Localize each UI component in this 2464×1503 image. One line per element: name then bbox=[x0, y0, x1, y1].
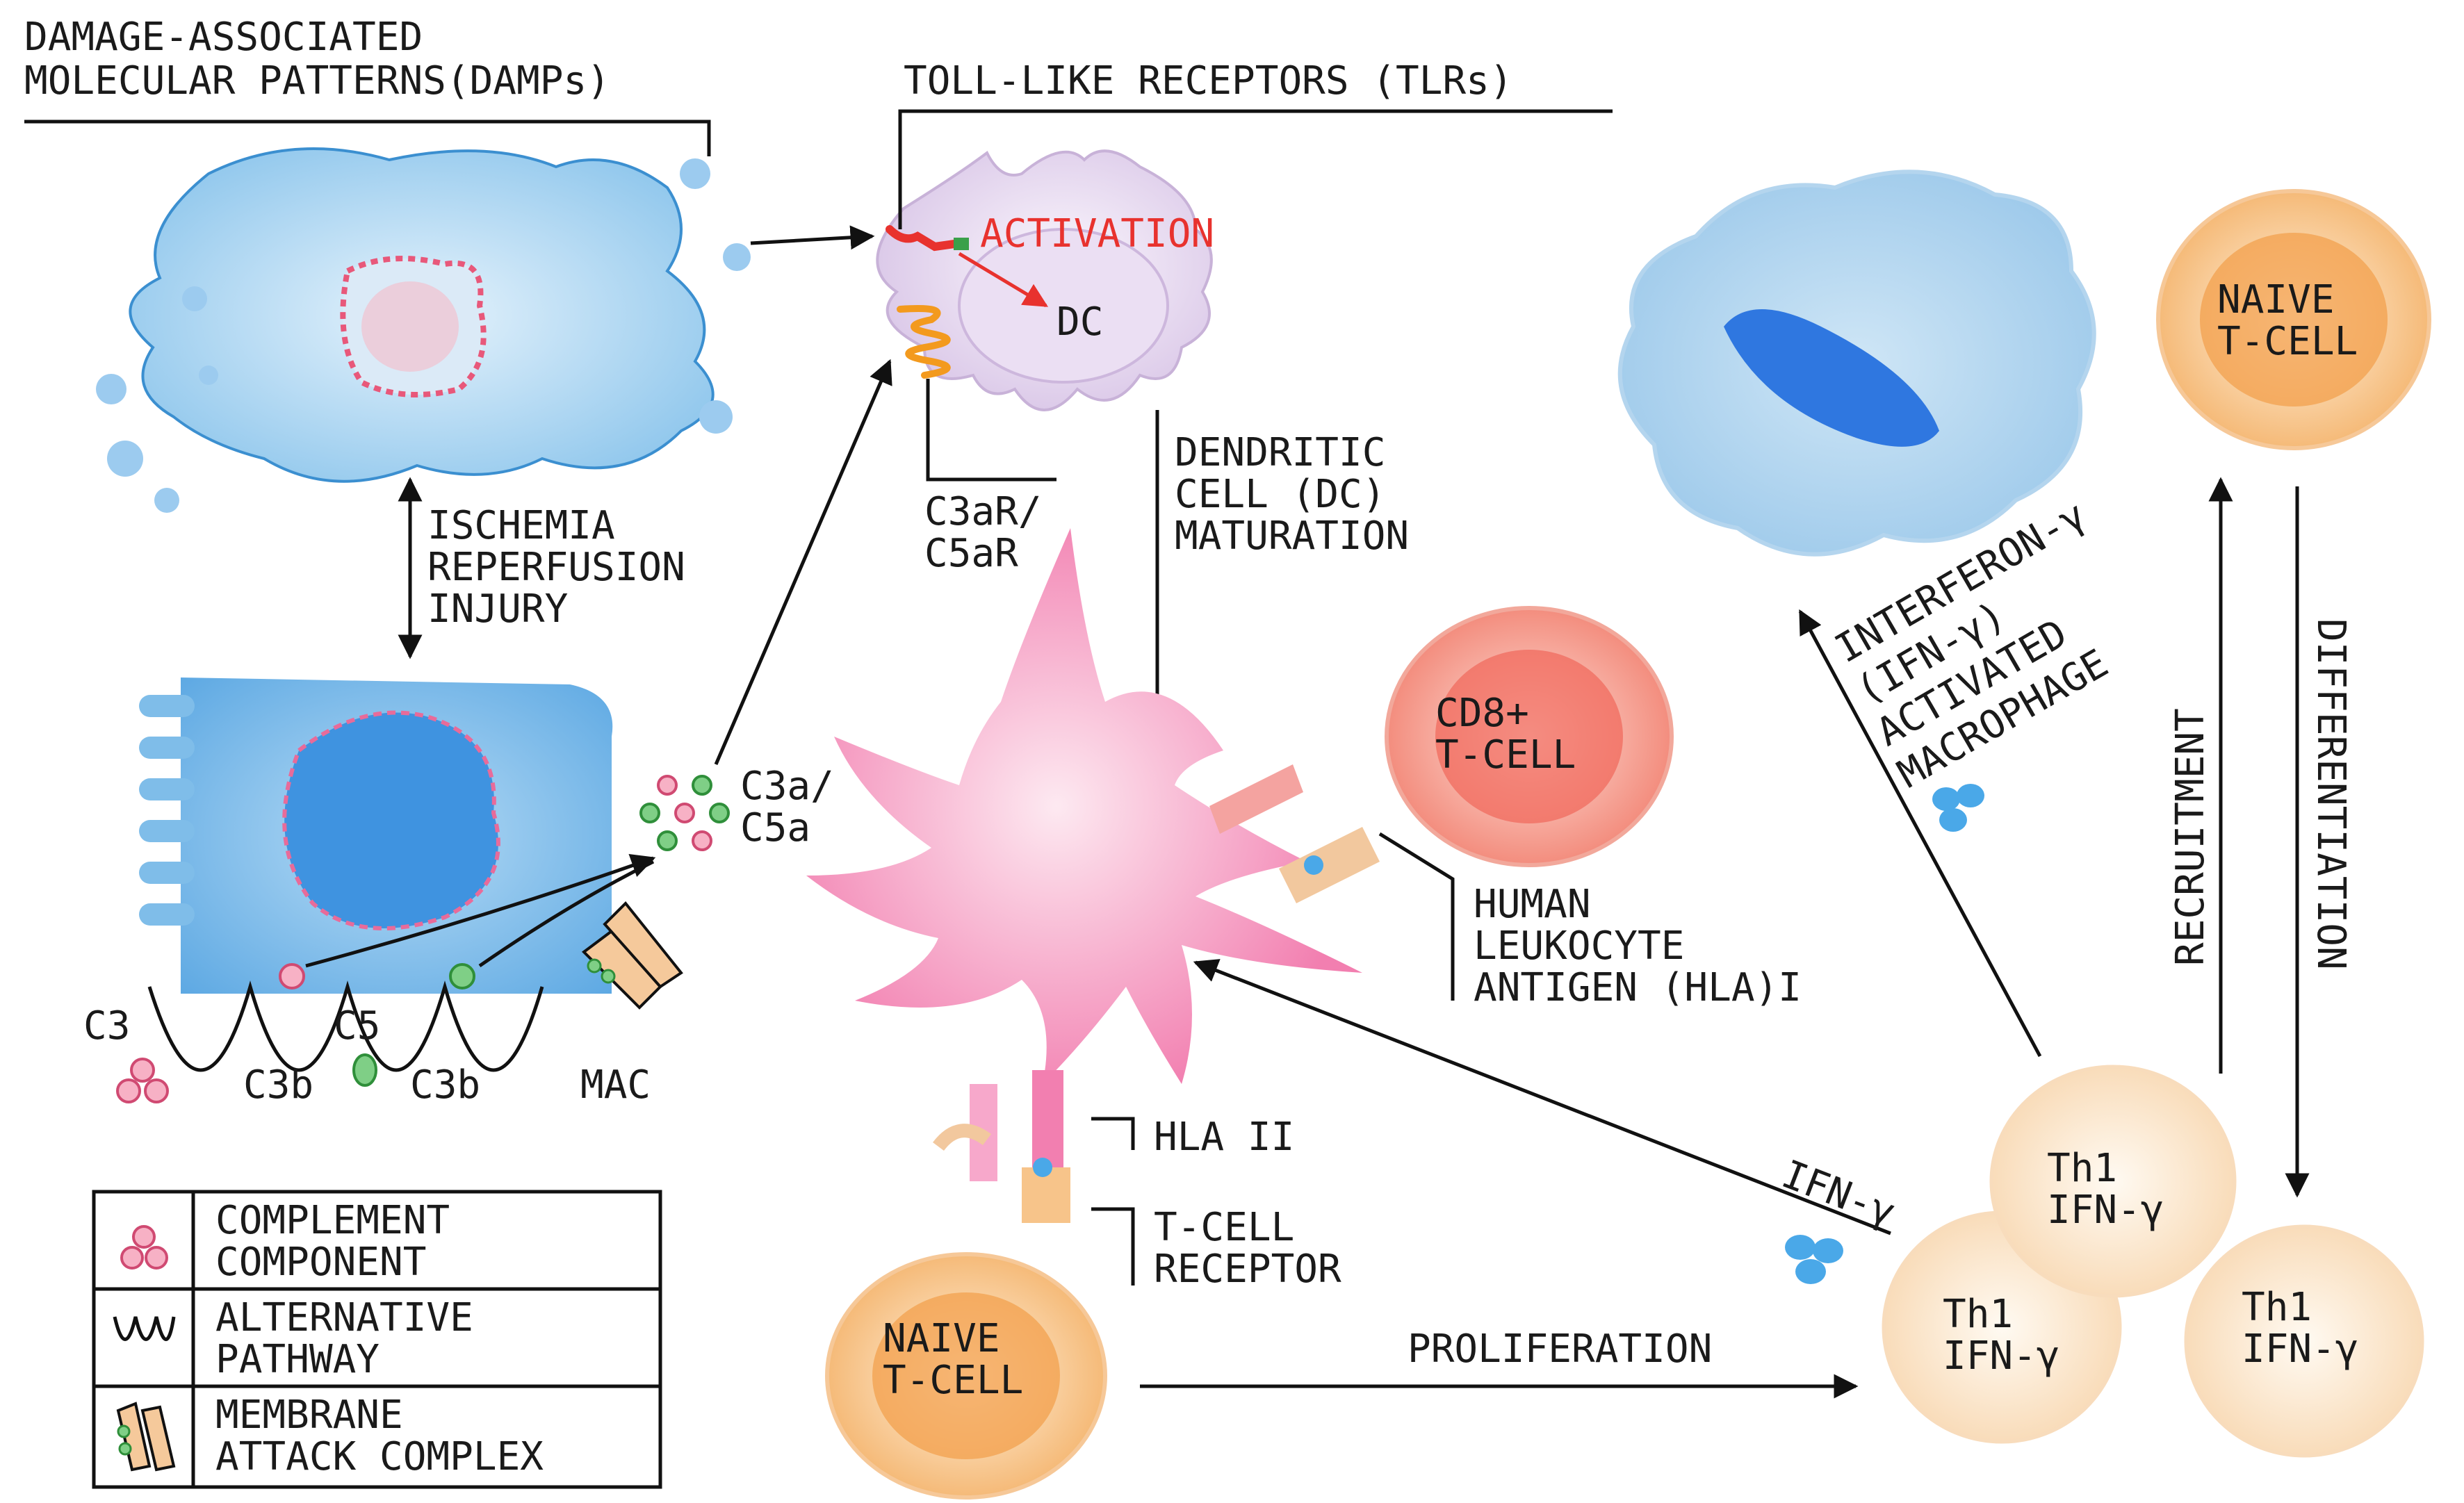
c3ar-bracket bbox=[926, 379, 1056, 482]
dendritic-cell-mature bbox=[806, 528, 1362, 1084]
alternative-pathway bbox=[147, 980, 544, 1072]
tcr-label-line2: RECEPTOR bbox=[1154, 1247, 1341, 1292]
differentiation-label: DIFFERENTIATION bbox=[2308, 618, 2353, 970]
th1-cell-a bbox=[1989, 1065, 2237, 1298]
hla1-label-line3: ANTIGEN (HLA)I bbox=[1474, 965, 1802, 1010]
c3a-label-line2: C5a bbox=[740, 805, 810, 851]
proliferation-label: PROLIFERATION bbox=[1408, 1327, 1712, 1372]
th1-a-line1: Th1 bbox=[2047, 1146, 2117, 1191]
ifn-g-molecules-icon-2 bbox=[1932, 784, 1984, 832]
activation-label: ACTIVATION bbox=[980, 211, 1214, 256]
dc-maturation-line3: MATURATION bbox=[1175, 514, 1409, 559]
ischemia-label-line1: ISCHEMIA bbox=[427, 503, 615, 548]
hla1-bracket bbox=[1378, 832, 1455, 1001]
legend-mac-icon bbox=[116, 1402, 176, 1472]
damps-arrow bbox=[750, 225, 875, 250]
c3ar-label-line1: C3aR/ bbox=[924, 489, 1042, 534]
legend-item-3-line1: MEMBRANE bbox=[215, 1393, 403, 1438]
th1-c-line2: IFN-γ bbox=[2242, 1327, 2359, 1372]
cd8-label-line2: T-CELL bbox=[1435, 732, 1576, 778]
c3b-bound-icon-2 bbox=[449, 963, 475, 989]
naive-right-line2: T-CELL bbox=[2217, 319, 2358, 364]
c5a-release-line bbox=[478, 860, 655, 968]
ischemia-label-line2: REPERFUSION bbox=[427, 545, 685, 590]
tlr-receptor-icon bbox=[886, 225, 969, 252]
mac-label: MAC bbox=[580, 1062, 651, 1108]
activation-arrow bbox=[958, 252, 1049, 308]
ifn-g-arrow bbox=[1193, 959, 1891, 1235]
legend-pathway-icon bbox=[113, 1316, 176, 1341]
th1-b-line1: Th1 bbox=[1943, 1292, 2013, 1337]
c3a-label-line1: C3a/ bbox=[740, 764, 834, 809]
hla2-label: HLA II bbox=[1154, 1115, 1294, 1160]
damps-label-line1: DAMAGE-ASSOCIATED bbox=[24, 15, 423, 60]
dendritic-cell-immature bbox=[876, 149, 1213, 411]
hla1-label-line1: HUMAN bbox=[1474, 882, 1591, 927]
c3b-label-2: C3b bbox=[410, 1062, 480, 1108]
hla1-complex-icon bbox=[1209, 764, 1380, 903]
naive-t-cell-right bbox=[2156, 189, 2431, 450]
cd8-label-line1: CD8+ bbox=[1435, 691, 1529, 736]
c3a-c5a-icon bbox=[639, 775, 730, 851]
ifn-g-molecules-icon bbox=[1785, 1235, 1843, 1284]
damaged-cell bbox=[96, 147, 751, 513]
ischemia-label-line3: INJURY bbox=[427, 586, 568, 632]
naive-bottom-line2: T-CELL bbox=[883, 1358, 1023, 1403]
mac-icon bbox=[581, 901, 683, 1010]
tlrs-label: TOLL-LIKE RECEPTORS (TLRs) bbox=[904, 58, 1513, 104]
legend-item-3-line2: ATTACK COMPLEX bbox=[215, 1434, 544, 1479]
naive-right-line1: NAIVE bbox=[2217, 277, 2335, 322]
legend-item-1-line2: COMPONENT bbox=[215, 1240, 426, 1285]
th1-b-line2: IFN-γ bbox=[1943, 1333, 2060, 1379]
ifn-g-label: IFN-γ bbox=[1776, 1151, 1902, 1235]
c5-icon bbox=[352, 1053, 377, 1087]
legend-item-2-line2: PATHWAY bbox=[215, 1337, 380, 1382]
c5-label: C5 bbox=[334, 1003, 380, 1049]
c3a-to-receptor-arrow bbox=[714, 359, 892, 765]
c3b-label-1: C3b bbox=[243, 1062, 313, 1108]
c3ar-receptor-icon bbox=[897, 305, 951, 379]
th1-a-line2: IFN-γ bbox=[2047, 1188, 2164, 1233]
legend: COMPLEMENT COMPONENT ALTERNATIVE PATHWAY… bbox=[92, 1190, 662, 1489]
epithelial-cell bbox=[139, 677, 613, 994]
naive-t-cell-bottom bbox=[825, 1252, 1107, 1500]
legend-item-1-line1: COMPLEMENT bbox=[215, 1198, 450, 1243]
hla2-complex-icon bbox=[933, 1070, 1070, 1223]
c3b-bound-icon bbox=[279, 963, 305, 989]
dc-label: DC bbox=[1056, 299, 1103, 345]
recruitment-label: RECRUITMENT bbox=[2168, 708, 2213, 966]
c3-label: C3 bbox=[83, 1003, 130, 1049]
damps-bracket bbox=[24, 120, 711, 156]
hla2-bracket bbox=[1091, 1117, 1135, 1150]
legend-complement-icon bbox=[120, 1225, 168, 1270]
tlrs-bracket bbox=[898, 109, 1613, 229]
dc-maturation-line1: DENDRITIC bbox=[1175, 430, 1385, 475]
legend-item-2-line1: ALTERNATIVE bbox=[215, 1295, 473, 1340]
naive-bottom-line1: NAIVE bbox=[883, 1316, 1000, 1361]
th1-cell-c bbox=[2184, 1224, 2424, 1458]
complement-c3-icon bbox=[116, 1058, 169, 1103]
th1-c-line1: Th1 bbox=[2242, 1285, 2312, 1330]
tcr-label-line1: T-CELL bbox=[1154, 1205, 1294, 1250]
c3ar-label-line2: C5aR bbox=[924, 531, 1018, 576]
hla1-label-line2: LEUKOCYTE bbox=[1474, 923, 1684, 969]
c3a-release-arrow bbox=[305, 854, 656, 968]
macrophage-activation-arrow bbox=[1798, 609, 2042, 1058]
dc-maturation-line2: CELL (DC) bbox=[1175, 472, 1385, 517]
tcr-bracket bbox=[1091, 1207, 1135, 1286]
activated-macrophage bbox=[1617, 170, 2096, 557]
damps-label-line2: MOLECULAR PATTERNS(DAMPs) bbox=[24, 58, 610, 104]
cd8-t-cell bbox=[1385, 606, 1674, 867]
